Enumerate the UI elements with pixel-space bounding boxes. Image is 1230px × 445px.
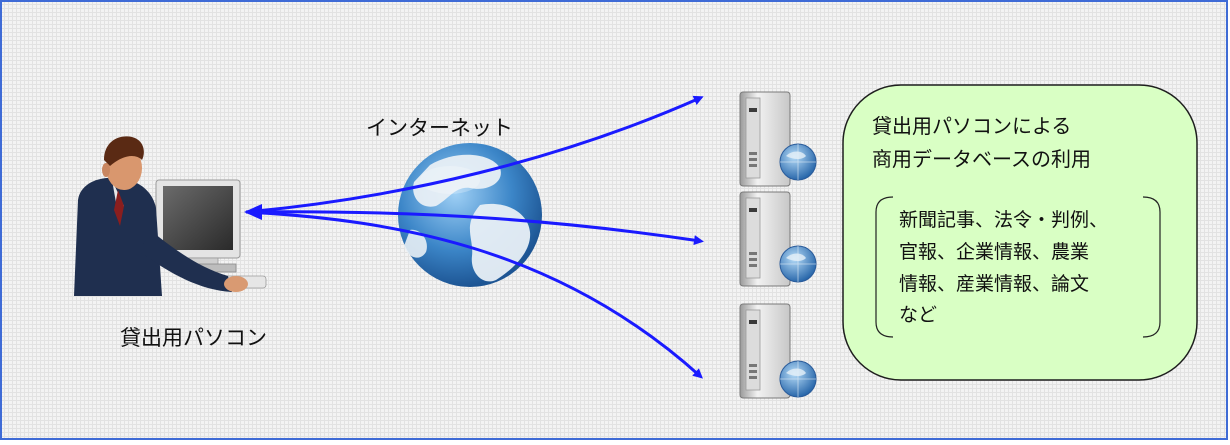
- user-at-computer-icon: [74, 136, 267, 296]
- right-bracket: [1142, 196, 1161, 338]
- callout-list-line: 新聞記事、法令・判例、: [899, 209, 1109, 231]
- pc-label: 貸出用パソコン: [120, 326, 267, 350]
- server-icon: [739, 91, 817, 187]
- callout-box: [842, 84, 1198, 381]
- arrow-to-server-1: [245, 95, 704, 214]
- left-bracket: [875, 196, 894, 338]
- callout-title-line: 商用データベースの利用: [872, 147, 1091, 171]
- arrow-to-pc: [244, 204, 262, 220]
- callout-list-line: など: [899, 304, 938, 326]
- callout-title-line: 貸出用パソコンによる: [872, 114, 1072, 138]
- callout-list-line: 官報、企業情報、農業: [899, 241, 1090, 263]
- callout-list-line: 情報、産業情報、論文: [899, 273, 1090, 295]
- server-icon: [739, 303, 817, 399]
- server-icon: [739, 191, 817, 287]
- arrow-to-server-3: [245, 210, 703, 379]
- arrow-to-server-2: [245, 210, 704, 246]
- internet-label: インターネット: [366, 116, 513, 140]
